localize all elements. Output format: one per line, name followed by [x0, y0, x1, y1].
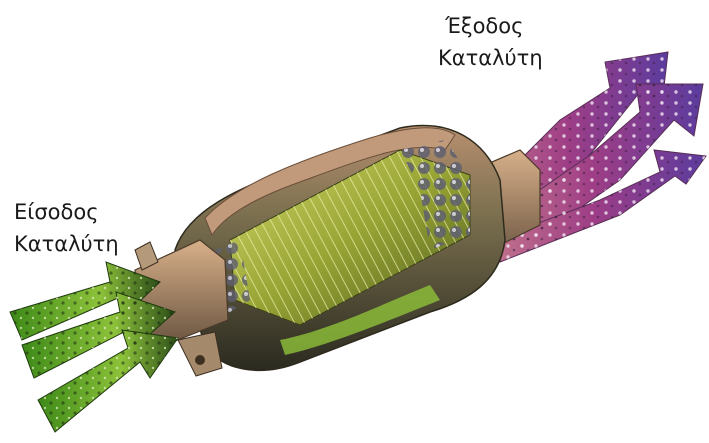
inlet-gas-arrows — [10, 262, 178, 432]
inlet-label-line1: Είσοδος — [14, 196, 119, 228]
inlet-label: Είσοδος Καταλύτη — [14, 196, 119, 260]
outlet-label-line1: Έξοδος — [426, 10, 543, 42]
bracket-bolt — [195, 355, 205, 365]
outlet-label-line2: Καταλύτη — [438, 42, 543, 74]
inlet-label-line2: Καταλύτη — [14, 228, 119, 260]
mounting-bracket — [178, 332, 222, 376]
outlet-label: Έξοδος Καταλύτη — [426, 10, 543, 74]
